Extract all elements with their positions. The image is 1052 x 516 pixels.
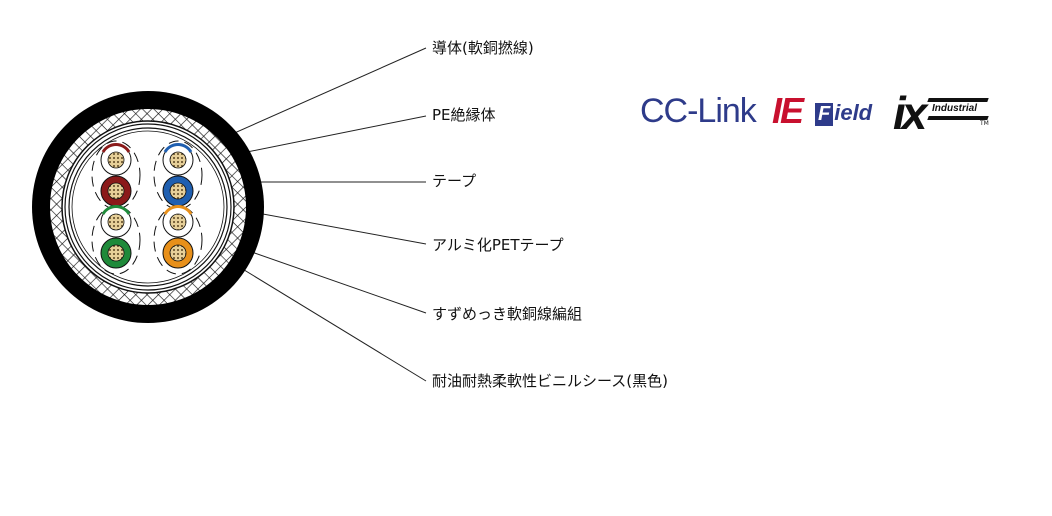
conductor-red [100, 175, 132, 207]
leader-line-conductor [229, 47, 427, 136]
label-aluminized-pet-tape: アルミ化PETテープ [432, 236, 564, 254]
label-tape: テープ [432, 172, 477, 190]
logo-bar-top [927, 98, 989, 102]
leader-line-vinyl-sheath [235, 264, 427, 382]
conductor-white-green-stripe [100, 204, 132, 238]
logo-trademark: TM [980, 120, 989, 127]
label-pe-insulation: PE絶縁体 [432, 106, 496, 124]
conductor-white-orange-stripe [162, 204, 194, 238]
logo-cc-link-text: CC-Link [640, 92, 757, 130]
conductor-white-red-stripe [100, 142, 132, 176]
logo-field-rest: ield [834, 100, 873, 125]
conductor-white-blue-stripe [162, 142, 194, 176]
conductors [100, 142, 194, 269]
leader-line-aluminized-pet-tape [251, 211, 427, 245]
tape-layer [68, 127, 228, 287]
aluminized-pet-tape [64, 123, 232, 291]
conductor-orange [162, 237, 194, 269]
logo-ie-text: IE [772, 90, 804, 131]
logo-industrial-mark: Industrial [927, 98, 989, 120]
logo-industrial-text: Industrial [932, 103, 978, 114]
leader-lines [229, 47, 427, 382]
logo-field-initial: F [815, 103, 834, 126]
tape-layer-inner [71, 130, 225, 284]
logo-ix-text: ix [893, 87, 927, 139]
conductor-blue [162, 175, 194, 207]
leader-line-pe-insulation [231, 115, 427, 156]
label-vinyl-sheath: 耐油耐熱柔軟性ビニルシース(黒色) [432, 372, 668, 390]
leader-line-tinned-copper-braid [245, 249, 427, 314]
conductor-green [100, 237, 132, 269]
label-tinned-copper-braid: すずめっき軟銅線編組 [432, 305, 583, 323]
label-conductor: 導体(軟銅撚線) [432, 39, 534, 57]
